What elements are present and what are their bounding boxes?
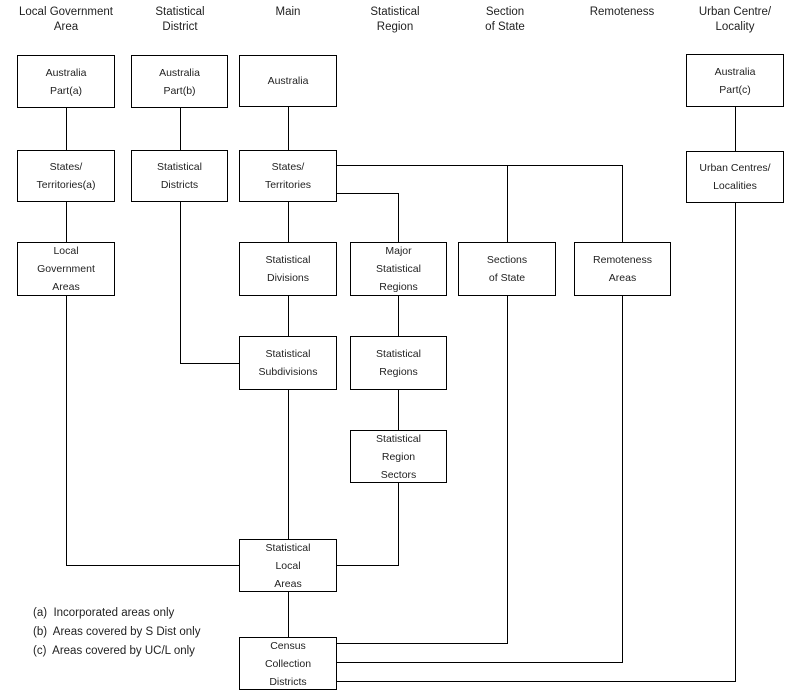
box-local-government-areas: Local Government Areas <box>17 242 115 296</box>
column-header-urban-centre-locality: Urban Centre/ Locality <box>698 6 772 33</box>
box-states-territories-a: States/ Territories(a) <box>17 150 115 202</box>
connector-line <box>337 643 508 644</box>
column-header-local-government-area: Local Government Area <box>19 6 113 33</box>
connector-line <box>288 296 289 336</box>
connector-line <box>398 390 399 430</box>
connector-line <box>337 193 399 194</box>
connector-line <box>337 165 623 166</box>
connector-line <box>180 363 240 364</box>
box-statistical-region-sectors: Statistical Region Sectors <box>350 430 447 483</box>
box-australia-part-a: Australia Part(a) <box>17 55 115 108</box>
column-header-statistical-region: Statistical Region <box>370 6 420 33</box>
box-australia-part-c: Australia Part(c) <box>686 54 784 107</box>
connector-line <box>398 193 399 242</box>
box-states-territories: States/ Territories <box>239 150 337 202</box>
connector-line <box>398 483 399 566</box>
box-urban-centres-localities: Urban Centres/ Localities <box>686 151 784 203</box>
connector-line <box>288 390 289 539</box>
connector-line <box>735 107 736 151</box>
column-header-main: Main <box>275 6 301 18</box>
connector-line <box>180 202 181 364</box>
connector-line <box>622 296 623 663</box>
box-australia-part-b: Australia Part(b) <box>131 55 228 108</box>
connector-line <box>337 681 736 682</box>
box-remoteness-areas: Remoteness Areas <box>574 242 671 296</box>
footnotes: (a) Incorporated areas only (b) Areas co… <box>33 604 200 661</box>
box-statistical-divisions: Statistical Divisions <box>239 242 337 296</box>
connector-line <box>66 565 240 566</box>
column-header-section-of-state: Section of State <box>485 6 525 33</box>
connector-line <box>288 592 289 637</box>
connector-line <box>66 296 67 566</box>
connector-line <box>337 662 623 663</box>
column-header-statistical-district: Statistical District <box>155 6 205 33</box>
connector-line <box>622 165 623 242</box>
connector-line <box>735 203 736 682</box>
connector-line <box>398 296 399 336</box>
box-australia: Australia <box>239 55 337 107</box>
connector-line <box>288 202 289 242</box>
box-statistical-regions: Statistical Regions <box>350 336 447 390</box>
box-major-statistical-regions: Major Statistical Regions <box>350 242 447 296</box>
footnote-b: (b) Areas covered by S Dist only <box>33 626 201 638</box>
box-sections-of-state: Sections of State <box>458 242 556 296</box>
connector-line <box>337 565 399 566</box>
connector-line <box>288 107 289 150</box>
box-census-collection-districts: Census Collection Districts <box>239 637 337 690</box>
connector-line <box>66 108 67 150</box>
footnote-c: (c) Areas covered by UC/L only <box>33 645 195 657</box>
box-statistical-local-areas: Statistical Local Areas <box>239 539 337 592</box>
box-statistical-districts: Statistical Districts <box>131 150 228 202</box>
column-header-remoteness: Remoteness <box>589 6 655 18</box>
connector-line <box>507 165 508 242</box>
connector-line <box>66 202 67 242</box>
connector-line <box>507 296 508 644</box>
footnote-a: (a) Incorporated areas only <box>33 607 175 619</box>
box-statistical-subdivisions: Statistical Subdivisions <box>239 336 337 390</box>
connector-line <box>180 108 181 150</box>
